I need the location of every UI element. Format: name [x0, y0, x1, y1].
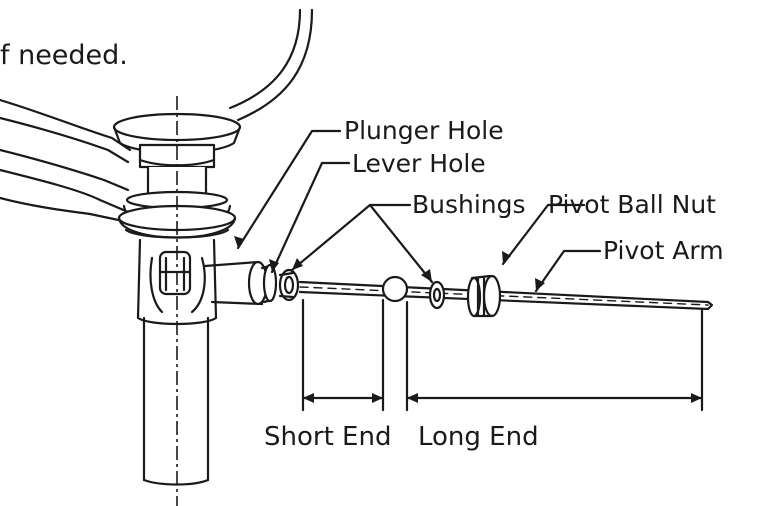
sink-basin [0, 98, 132, 224]
pivot-ball [381, 275, 409, 303]
label-pivot-arm: Pivot Arm [603, 236, 724, 265]
bushing-right [428, 280, 446, 310]
internal-plunger [158, 250, 192, 296]
label-plunger-hole: Plunger Hole [344, 116, 504, 145]
label-bushings: Bushings [412, 190, 526, 219]
label-short-end: Short End [264, 422, 392, 452]
label-long-end: Long End [418, 422, 539, 452]
pivot-housing [203, 260, 278, 306]
instruction-fragment: f needed. [0, 40, 128, 71]
label-lever-hole: Lever Hole [352, 149, 486, 178]
pivot-arm-rod [298, 280, 714, 311]
dimension-lines [301, 298, 704, 412]
pivot-ball-nut [466, 274, 502, 318]
label-pivot-ball-nut: Pivot Ball Nut [548, 190, 716, 219]
callout-leaders [236, 129, 602, 293]
bushing-left [278, 268, 300, 302]
arrowheads [234, 236, 702, 403]
lift-rod-pipe [228, 8, 314, 122]
